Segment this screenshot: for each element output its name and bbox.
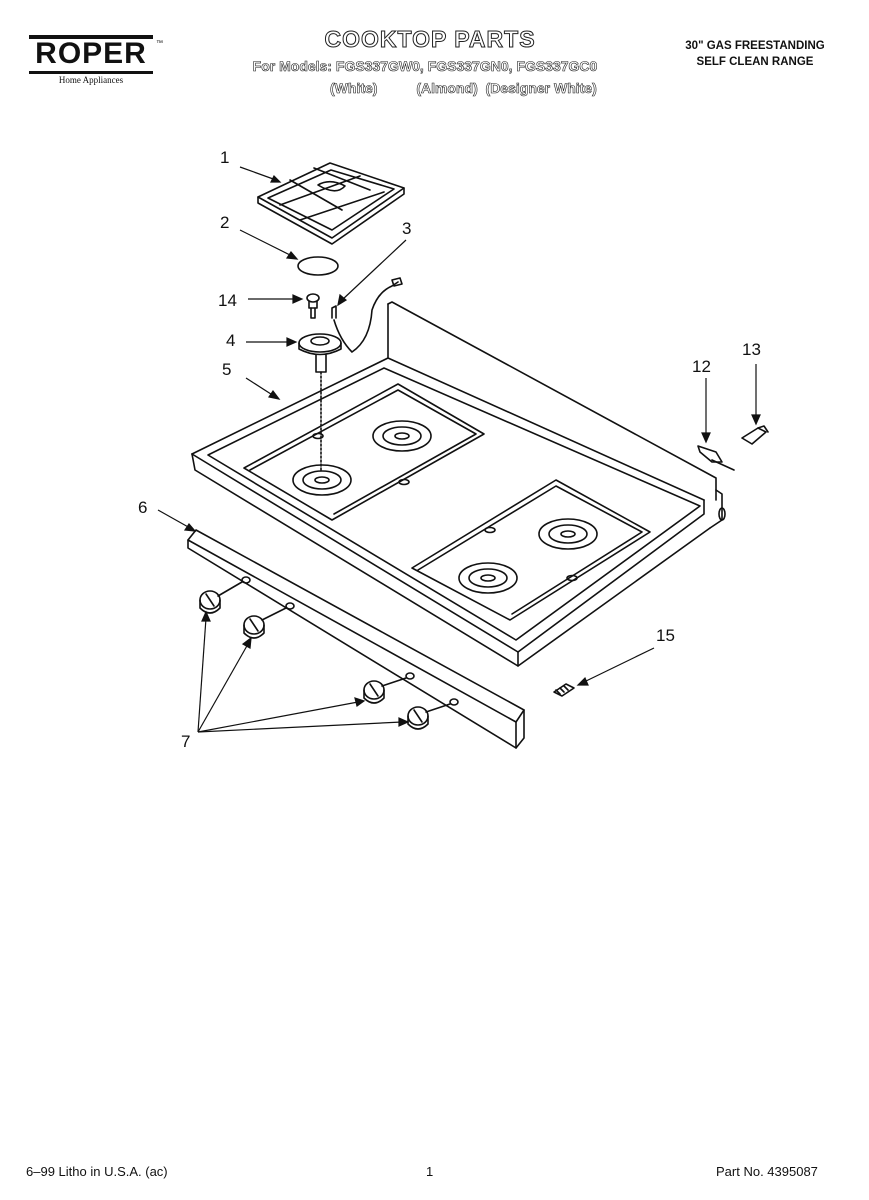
- control-knobs-part-7: [199, 581, 451, 730]
- callout-1: 1: [220, 148, 230, 167]
- electrode-part-3: [331, 277, 403, 353]
- logo-wordmark: ROPER: [35, 37, 147, 70]
- leader-arrow-2: [239, 229, 299, 260]
- burner-grate-part-1: [257, 162, 405, 245]
- screw-part-15: [553, 683, 575, 697]
- callout-5: 5: [222, 360, 232, 379]
- callout-15: 15: [656, 626, 675, 645]
- orifice-part-14: [306, 293, 320, 319]
- leader-arrow-4: [246, 337, 298, 347]
- leader-arrow-15: [576, 647, 655, 686]
- color-variants-line: (White) (Almond) (Designer White): [330, 80, 597, 97]
- range-description-line-2: SELF CLEAN RANGE: [696, 56, 814, 68]
- leader-arrow-1: [239, 166, 282, 183]
- logo-bar-top: [29, 35, 153, 39]
- burner-cap-part-2: [297, 256, 339, 276]
- screw-part-13: [741, 425, 769, 445]
- callout-6: 6: [138, 498, 148, 517]
- clip-part-12: [697, 445, 735, 471]
- roper-logo: ROPER Home Appliances: [27, 35, 155, 85]
- callout-2: 2: [220, 213, 230, 232]
- trademark-mark: ™: [156, 40, 163, 47]
- footer-page-number: 1: [426, 1164, 434, 1179]
- callout-4: 4: [226, 331, 236, 350]
- cooktop-main-top-part-5: [191, 301, 726, 667]
- range-description-line-1: 30" GAS FREESTANDING: [685, 40, 825, 52]
- leader-arrow-12: [701, 378, 711, 444]
- callout-13: 13: [742, 340, 761, 359]
- control-panel-part-6: [187, 529, 525, 749]
- leader-arrow-13: [751, 364, 761, 426]
- burner-base-part-4: [298, 333, 342, 471]
- leader-arrows-7: [197, 610, 410, 733]
- callout-7: 7: [181, 732, 191, 751]
- callout-14: 14: [218, 291, 237, 310]
- logo-subtitle: Home Appliances: [58, 75, 124, 85]
- footer-print-info: 6–99 Litho in U.S.A. (ac): [26, 1164, 168, 1179]
- leader-arrow-6: [157, 509, 197, 532]
- callout-12: 12: [692, 357, 711, 376]
- page-title: COOKTOP PARTS: [324, 26, 536, 53]
- leader-arrow-3: [337, 239, 407, 307]
- models-line: For Models: FGS337GW0, FGS337GN0, FGS337…: [252, 58, 598, 75]
- leader-arrow-14: [248, 294, 304, 304]
- footer-part-number: Part No. 4395087: [716, 1164, 818, 1179]
- logo-bar-bottom: [29, 71, 153, 74]
- leader-arrow-5: [245, 377, 281, 400]
- callout-3: 3: [402, 219, 412, 238]
